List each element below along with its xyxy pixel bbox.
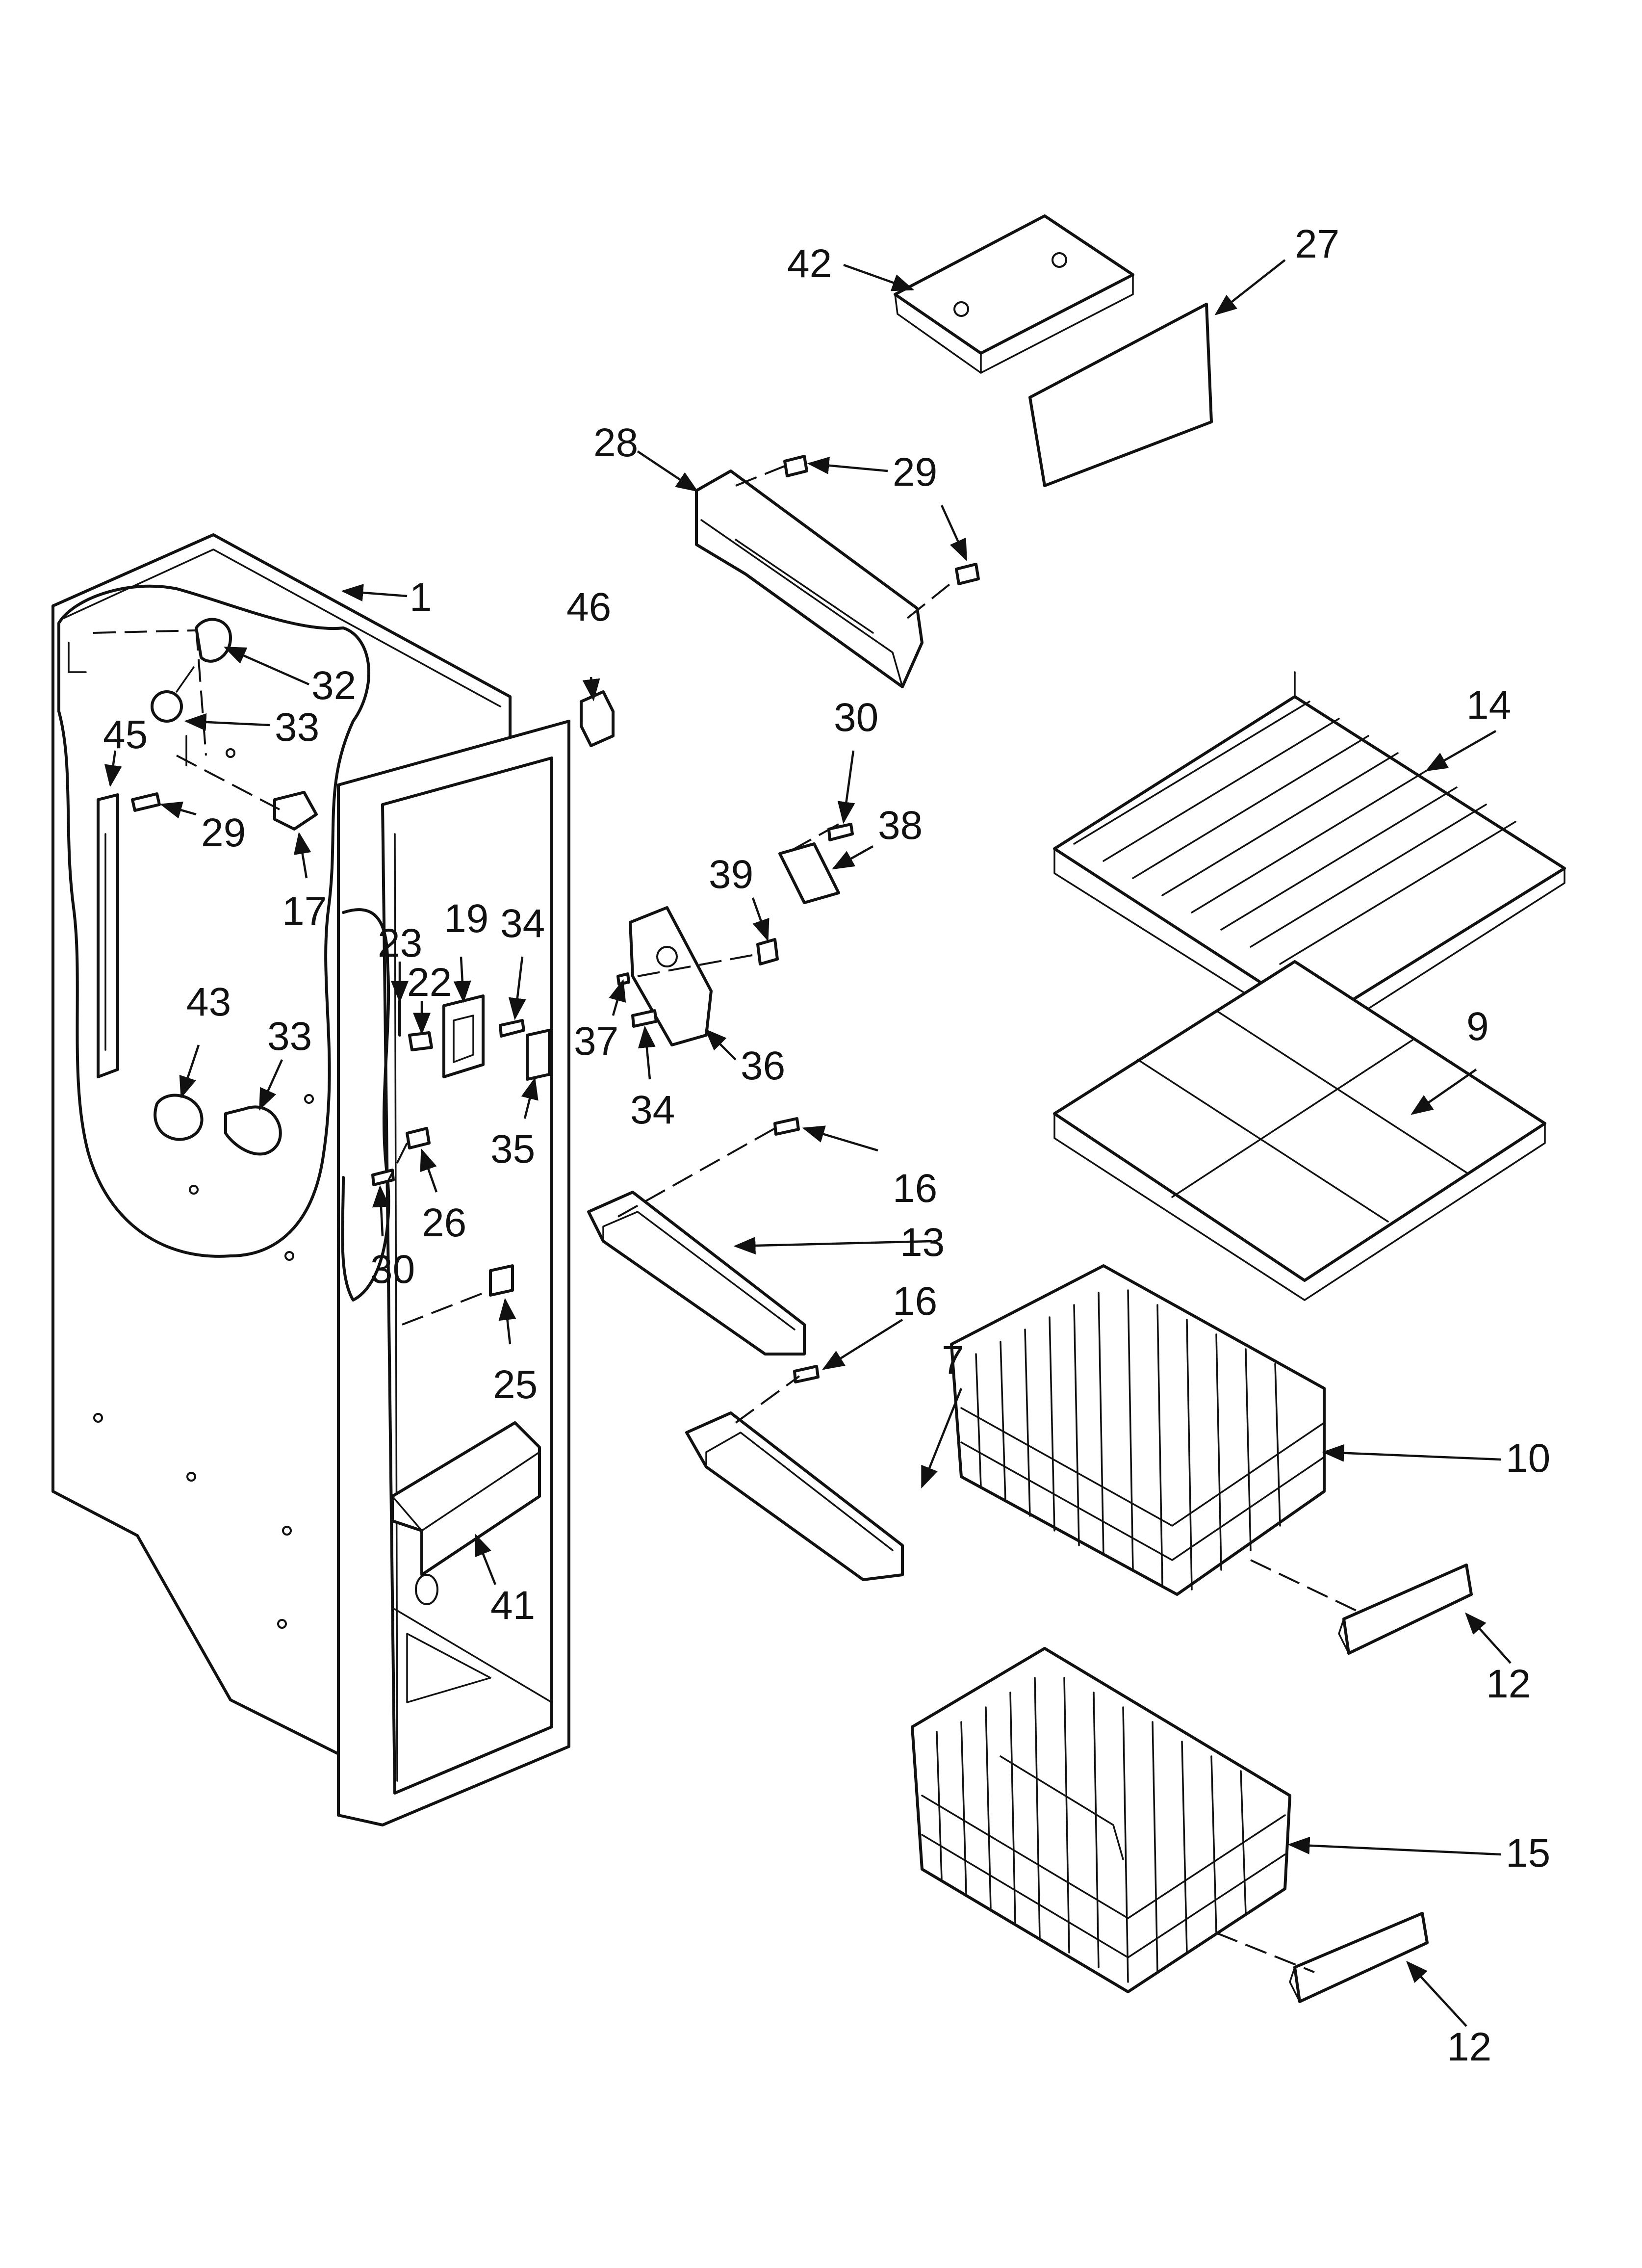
callout-28: 28 [593, 420, 638, 465]
part-9-glass-shelf [1053, 960, 1546, 1301]
callout-29-upper: 29 [893, 450, 937, 495]
callout-41: 41 [490, 1583, 535, 1628]
part-25-switch [489, 1264, 514, 1297]
part-29-screw-upper-a [783, 455, 808, 477]
callout-33-lower: 33 [267, 1014, 312, 1059]
part-7-rail-lower [685, 1411, 904, 1581]
part-30-screw-board [827, 823, 854, 841]
part-12-basket-slide-lower [1289, 1912, 1429, 2003]
part-12-basket-slide-upper [1338, 1564, 1473, 1655]
part-13-rail-upper [587, 1191, 806, 1356]
callout-16-lower: 16 [893, 1279, 937, 1324]
callout-35: 35 [490, 1127, 535, 1172]
part-45-light-guide [97, 793, 119, 1078]
part-34-screw-fan [631, 1009, 658, 1028]
callout-30-board: 30 [834, 695, 878, 740]
callout-17: 17 [282, 889, 327, 934]
part-19-control-housing [442, 994, 485, 1078]
callout-22: 22 [407, 960, 452, 1005]
part-29-screw-left [131, 792, 161, 812]
part-42-hinge-bracket [894, 214, 1134, 374]
callout-25: 25 [493, 1362, 538, 1407]
part-16-screw-lower [793, 1365, 820, 1383]
part-29-screw-upper-b [955, 563, 980, 585]
callout-15: 15 [1506, 1831, 1550, 1876]
part-38-control-board [778, 842, 840, 904]
callout-9: 9 [1466, 1004, 1489, 1049]
part-35-bracket [526, 1029, 551, 1081]
callout-16-upper: 16 [893, 1166, 937, 1211]
callout-39: 39 [709, 852, 753, 897]
callout-10: 10 [1506, 1436, 1550, 1481]
part-33-light-bulb-upper [151, 666, 195, 723]
callout-33-upper: 33 [275, 705, 319, 750]
callout-14: 14 [1466, 683, 1511, 728]
callout-46: 46 [566, 585, 611, 629]
callout-23: 23 [378, 921, 422, 965]
part-27-air-baffle [1028, 303, 1213, 487]
part-22-knob [408, 1031, 433, 1051]
callout-34-fan: 34 [630, 1088, 675, 1132]
part-32-lamp-socket [195, 618, 232, 663]
part-34-screw-inner [499, 1019, 525, 1038]
callout-37: 37 [574, 1019, 618, 1064]
alignment-lines [93, 465, 1364, 1973]
callout-27: 27 [1295, 222, 1339, 266]
callout-38: 38 [878, 803, 923, 848]
callout-12-lower: 12 [1447, 2025, 1491, 2069]
part-43-lamp-socket-lower [154, 1094, 204, 1141]
callout-19: 19 [444, 896, 488, 941]
part-17-clip [273, 791, 318, 831]
callout-32: 32 [311, 663, 356, 708]
callout-30-inner: 30 [370, 1247, 415, 1292]
callout-45: 45 [103, 712, 148, 757]
part-15-wire-basket-lower [911, 1647, 1291, 1993]
part-39-grommet [756, 938, 779, 965]
callout-36: 36 [741, 1043, 785, 1088]
part-46-cover [580, 690, 615, 747]
part-14-wire-shelf [1053, 671, 1566, 1041]
callout-42: 42 [787, 241, 832, 286]
callout-1: 1 [410, 575, 432, 620]
part-28-air-duct-housing [695, 469, 924, 688]
part-26-thermistor [406, 1127, 431, 1149]
callout-34-inner: 34 [500, 901, 545, 946]
part-10-wire-basket-upper [950, 1264, 1326, 1596]
callout-labels: 1 7 9 10 12 12 13 14 15 16 16 17 19 22 2… [103, 222, 1550, 2069]
callout-12-upper: 12 [1486, 1662, 1531, 1706]
part-16-screw-upper [773, 1117, 800, 1136]
callout-29-left: 29 [201, 810, 246, 855]
callout-26: 26 [422, 1200, 466, 1245]
callout-13: 13 [900, 1220, 945, 1265]
callout-7: 7 [942, 1338, 964, 1382]
callout-43: 43 [186, 980, 231, 1024]
callout-leaders [104, 259, 1512, 2027]
